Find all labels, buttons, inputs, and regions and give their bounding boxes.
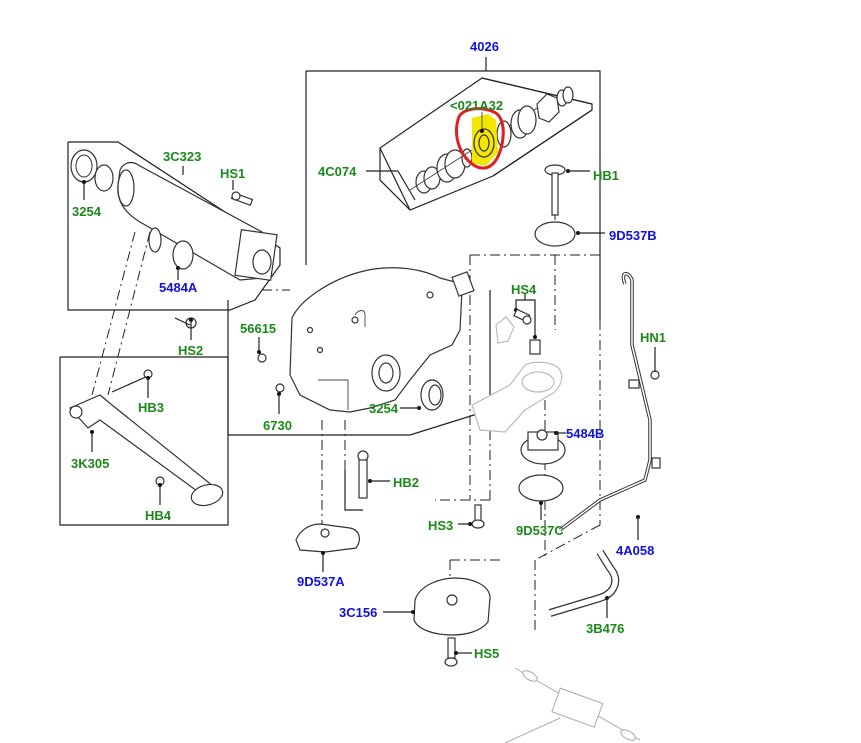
label-3B476[interactable]: 3B476: [586, 621, 624, 636]
group-frame-3C323: [67, 141, 281, 311]
bolt-HS3: [458, 504, 485, 529]
highlighted-part-021A32[interactable]: [455, 107, 505, 170]
vent-pipe-4A058: [558, 271, 661, 540]
label-4A058[interactable]: 4A058: [616, 543, 654, 558]
tube-3C323: [70, 149, 278, 329]
label-3254-mid[interactable]: 3254: [369, 401, 399, 416]
differential-housing: [257, 267, 475, 413]
label-HS2[interactable]: HS2: [178, 343, 203, 358]
group-frame-3K305: [59, 356, 229, 526]
hose-3B476: [548, 549, 620, 618]
bolt-HB2: [344, 450, 390, 511]
label-9D537B[interactable]: 9D537B: [609, 228, 657, 243]
label-3254-left[interactable]: 3254: [72, 204, 102, 219]
mount-5484B: [518, 429, 566, 520]
label-3K305[interactable]: 3K305: [71, 456, 109, 471]
label-HB3[interactable]: HB3: [138, 400, 164, 415]
label-5484B[interactable]: 5484B: [566, 426, 604, 441]
label-4026[interactable]: 4026: [470, 39, 499, 54]
label-HN1[interactable]: HN1: [640, 330, 666, 345]
mount-3C156: [383, 577, 491, 667]
label-3C323[interactable]: 3C323: [163, 149, 201, 164]
label-6730[interactable]: 6730: [263, 418, 292, 433]
leader-lines: [82, 166, 421, 505]
seal-kit-parts: [409, 86, 574, 194]
label-HB4[interactable]: HB4: [145, 508, 172, 523]
label-HS1[interactable]: HS1: [220, 166, 245, 181]
label-021A32[interactable]: <021A32: [450, 98, 503, 113]
label-9D537A[interactable]: 9D537A: [297, 574, 345, 589]
red-highlight-circle: [455, 107, 505, 170]
label-56615[interactable]: 56615: [240, 321, 276, 336]
seal-kit-box: [379, 77, 593, 211]
label-HS5[interactable]: HS5: [474, 646, 499, 661]
label-9D537C[interactable]: 9D537C: [516, 523, 564, 538]
label-3C156[interactable]: 3C156: [339, 605, 377, 620]
pad-9D537A: [295, 523, 360, 572]
bolts-HS4: [513, 294, 541, 355]
label-HB1[interactable]: HB1: [593, 168, 619, 183]
label-4C074[interactable]: 4C074: [318, 164, 357, 179]
label-HS3[interactable]: HS3: [428, 518, 453, 533]
label-5484A[interactable]: 5484A: [159, 280, 198, 295]
crossmember-3K305: [68, 369, 224, 507]
label-HS4[interactable]: HS4: [511, 282, 537, 297]
label-HB2[interactable]: HB2: [393, 475, 419, 490]
driveline-overview-thumbnail: [504, 667, 641, 743]
bolt-HB1-washer-9D537B: [534, 164, 605, 247]
mounting-bracket: [471, 316, 563, 433]
part-labels: 4026 <021A32 4C074 3C323 HS1 3254 5484A …: [71, 39, 666, 661]
